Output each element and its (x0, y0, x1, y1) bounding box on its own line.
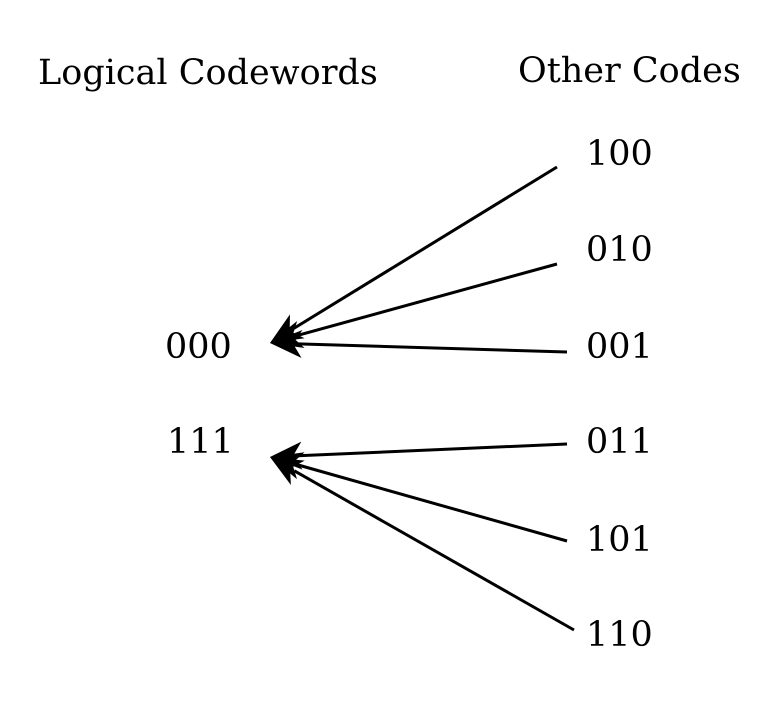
arrowhead-110-to-111 (270, 457, 305, 485)
other-codes-heading: Other Codes (518, 51, 741, 91)
logical-codeword-000: 000 (165, 327, 232, 367)
logical-codeword-111: 111 (167, 422, 234, 462)
other-code-011: 011 (586, 422, 653, 462)
other-code-001: 001 (586, 327, 653, 367)
other-code-100: 100 (586, 134, 653, 174)
arrowhead-001-to-000 (270, 329, 303, 358)
arrow-line-100-to-000 (293, 165, 558, 330)
other-code-010: 010 (586, 230, 653, 270)
arrow-line-101-to-111 (296, 463, 568, 543)
arrow-line-001-to-000 (297, 342, 568, 354)
arrow-line-110-to-111 (293, 469, 575, 632)
logical-codewords-heading: Logical Codewords (38, 53, 378, 93)
arrow-line-010-to-000 (296, 262, 558, 338)
arrow-layer (270, 165, 575, 632)
arrow-line-011-to-111 (297, 442, 568, 458)
other-code-101: 101 (586, 520, 653, 560)
other-code-110: 110 (586, 615, 653, 655)
